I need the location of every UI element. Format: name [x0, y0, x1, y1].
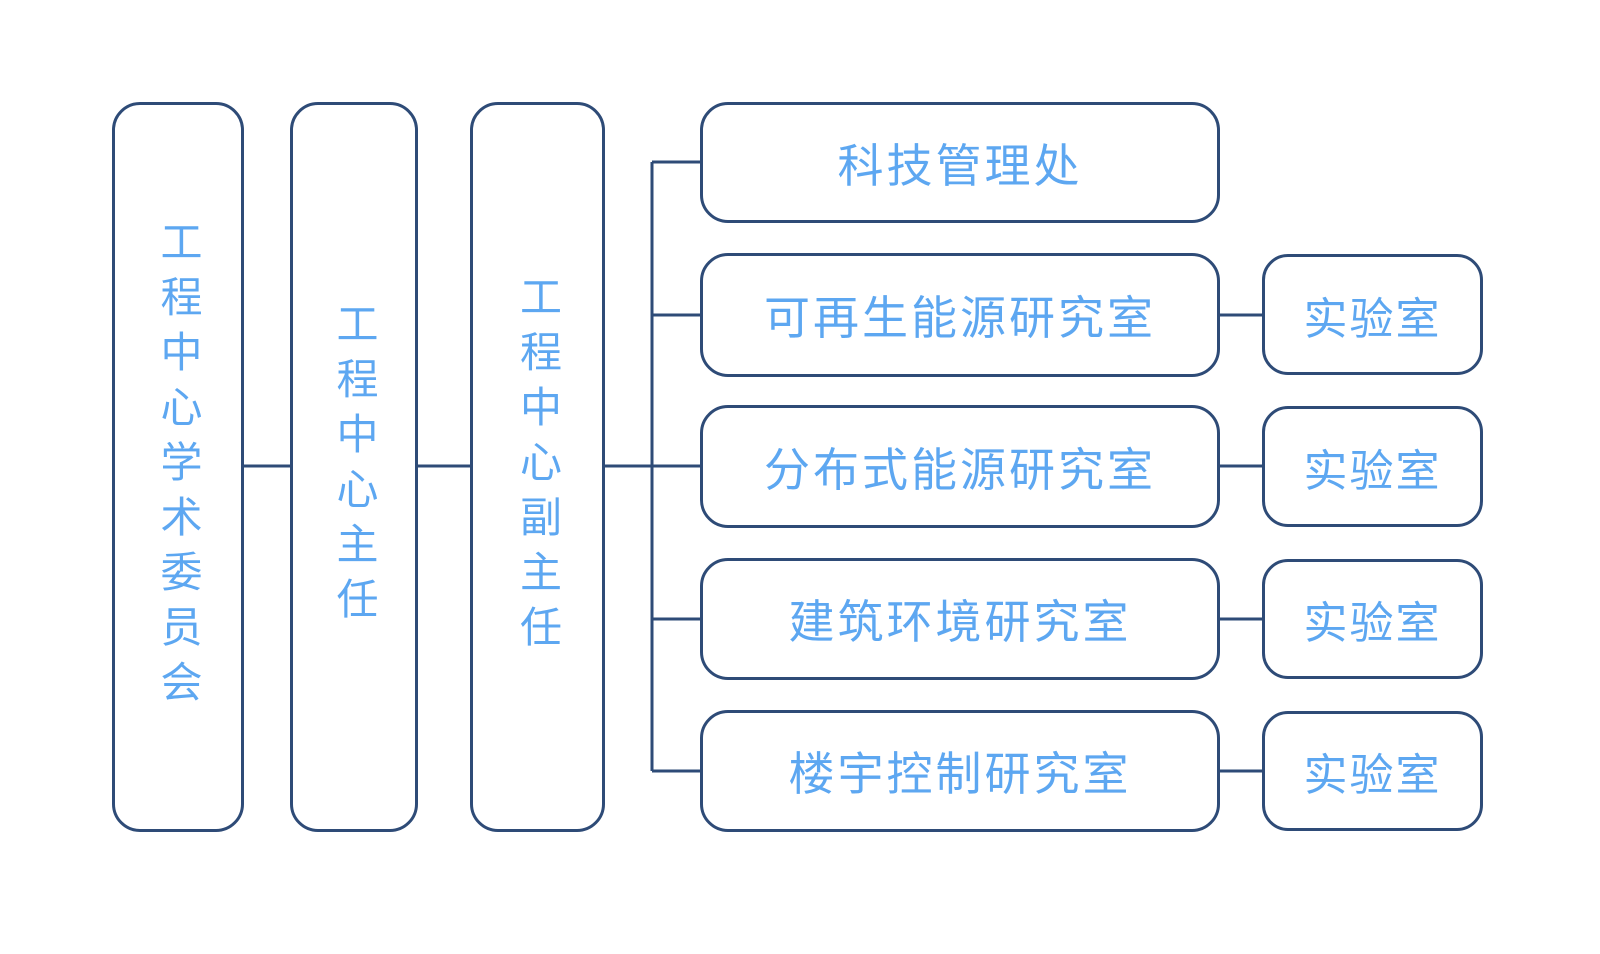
academic-committee-label: 工程中心学术委员会 — [154, 219, 203, 715]
node-dept-building-environment: 建筑环境研究室 — [700, 558, 1220, 680]
dept-renewable-energy-label: 可再生能源研究室 — [764, 291, 1156, 345]
node-lab-distributed-energy: 实验室 — [1262, 406, 1483, 527]
node-lab-renewable-energy: 实验室 — [1262, 254, 1483, 375]
lab-building-control-label: 实验室 — [1303, 750, 1442, 801]
node-dept-building-control: 楼宇控制研究室 — [700, 710, 1220, 832]
node-academic-committee: 工程中心学术委员会 — [112, 102, 244, 832]
dept-sci-tech-management-label: 科技管理处 — [837, 138, 1083, 193]
node-dept-sci-tech-management: 科技管理处 — [700, 102, 1220, 223]
node-lab-building-control: 实验室 — [1262, 711, 1483, 831]
center-director-label: 工程中心主任 — [330, 302, 379, 632]
node-center-director: 工程中心主任 — [290, 102, 418, 832]
dept-distributed-energy-label: 分布式能源研究室 — [764, 442, 1156, 497]
node-dept-renewable-energy: 可再生能源研究室 — [700, 253, 1220, 377]
lab-distributed-energy-label: 实验室 — [1303, 445, 1442, 497]
dept-building-control-label: 楼宇控制研究室 — [788, 747, 1132, 801]
node-lab-building-environment: 实验室 — [1262, 559, 1483, 679]
lab-renewable-energy-label: 实验室 — [1303, 293, 1442, 345]
dept-building-environment-label: 建筑环境研究室 — [788, 595, 1132, 649]
deputy-director-label: 工程中心副主任 — [513, 274, 563, 660]
lab-building-environment-label: 实验室 — [1303, 598, 1442, 649]
node-dept-distributed-energy: 分布式能源研究室 — [700, 405, 1220, 528]
node-deputy-director: 工程中心副主任 — [470, 102, 605, 832]
